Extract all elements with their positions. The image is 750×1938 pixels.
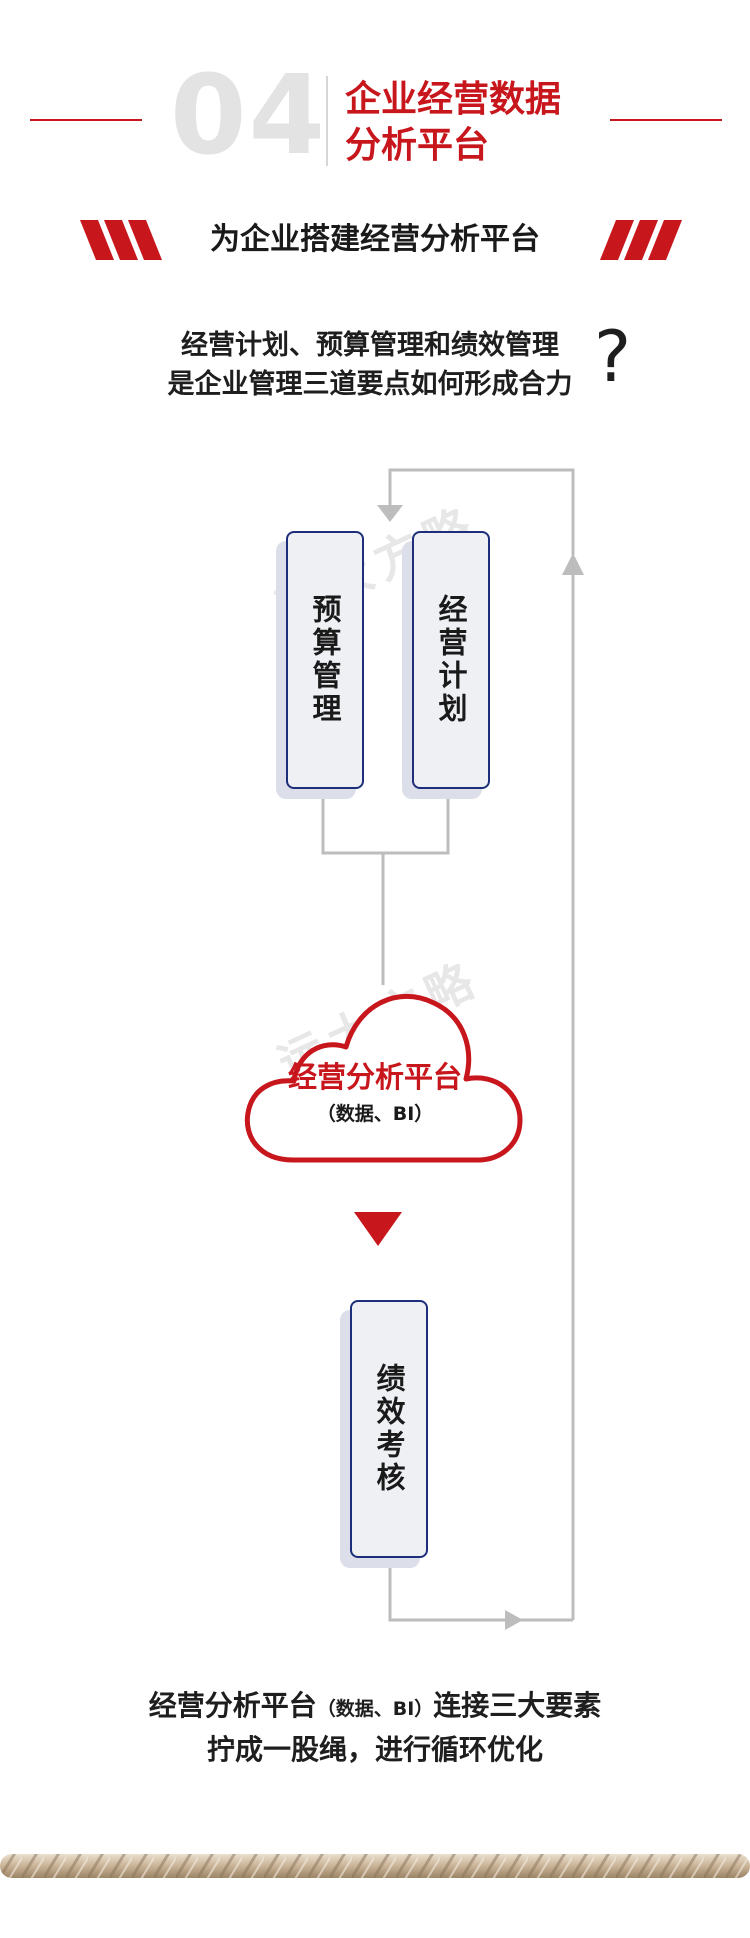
banner-title: 为企业搭建经营分析平台 bbox=[210, 222, 540, 257]
question-mark-icon: ? bbox=[594, 316, 632, 398]
arrow-down-icon bbox=[377, 505, 403, 522]
section-number: 04 bbox=[170, 51, 328, 179]
arrow-right-icon bbox=[505, 1610, 523, 1630]
rope-image bbox=[0, 1854, 750, 1878]
business-plan-label: 经营计划 bbox=[434, 594, 468, 726]
header-left-line bbox=[30, 119, 142, 121]
business-plan-box: 经营计划 bbox=[412, 531, 490, 789]
summary-part-small: （数据、BI） bbox=[316, 1698, 434, 1720]
banner-stripes bbox=[80, 220, 682, 260]
budget-management-label: 预算管理 bbox=[308, 594, 342, 726]
performance-assessment-box: 绩效考核 bbox=[350, 1300, 428, 1558]
header-right-line bbox=[610, 119, 722, 121]
analysis-platform-subtitle: （数据、BI） bbox=[316, 1103, 434, 1125]
red-down-arrow-icon bbox=[354, 1212, 402, 1246]
summary-part2: 连接三大要素 bbox=[433, 1689, 602, 1722]
performance-assessment-label: 绩效考核 bbox=[372, 1363, 406, 1495]
summary-line1: 经营分析平台（数据、BI）连接三大要素 bbox=[60, 1686, 690, 1729]
section-title-line2: 分析平台 bbox=[345, 125, 490, 166]
question-line1: 经营计划、预算管理和绩效管理 bbox=[181, 330, 559, 361]
budget-management-box: 预算管理 bbox=[286, 531, 364, 789]
section-title-line1: 企业经营数据 bbox=[345, 79, 562, 120]
analysis-platform-title: 经营分析平台 bbox=[287, 1060, 462, 1094]
summary-line2: 拧成一股绳，进行循环优化 bbox=[206, 1733, 543, 1766]
question-line2: 是企业管理三道要点如何形成合力 bbox=[167, 369, 573, 400]
cloud-shape bbox=[244, 993, 523, 1163]
summary-part1: 经营分析平台 bbox=[148, 1689, 317, 1722]
header-divider bbox=[326, 76, 328, 166]
arrow-up-icon bbox=[562, 553, 584, 575]
